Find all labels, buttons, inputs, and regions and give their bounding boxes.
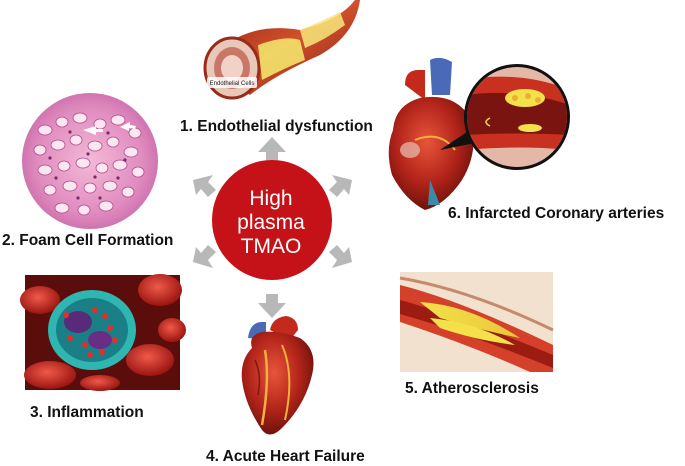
label-atherosclerosis: 5. Atherosclerosis: [405, 380, 539, 397]
arrow-up-right: [329, 175, 352, 197]
label-endothelial-dysfunction: 1. Endothelial dysfunction: [180, 118, 373, 135]
endothelial-cells-caption: Endothelial Cells: [210, 81, 255, 87]
endothelial-vessel-image: Endothelial Cells: [203, 0, 360, 100]
center-line-1: High: [249, 187, 293, 210]
atherosclerosis-image: [399, 272, 554, 372]
center-label: High plasma TMAO: [217, 187, 325, 259]
label-foam-cell-formation: 2. Foam Cell Formation: [2, 232, 174, 249]
heart-image: [241, 316, 314, 435]
center-line-3: TMAO: [240, 235, 302, 258]
label-infarcted-coronary-arteries: 6. Infarcted Coronary arteries: [448, 205, 665, 222]
arrow-marker-icon: [120, 122, 136, 131]
infarcted-heart-image: [388, 57, 570, 210]
foam-cell-image: [22, 93, 158, 229]
inflammation-image: [20, 274, 186, 391]
center-line-2: plasma: [237, 211, 305, 234]
label-acute-heart-failure: 4. Acute Heart Failure: [206, 448, 365, 465]
arrow-down-left: [193, 245, 216, 268]
arrow-down: [258, 294, 286, 318]
arrow-up: [258, 137, 286, 160]
arrow-marker-icon: [83, 126, 103, 135]
arrow-down-right: [329, 245, 352, 268]
label-inflammation: 3. Inflammation: [30, 404, 144, 421]
arrow-up-left: [193, 175, 216, 197]
center-circle: [212, 160, 332, 280]
